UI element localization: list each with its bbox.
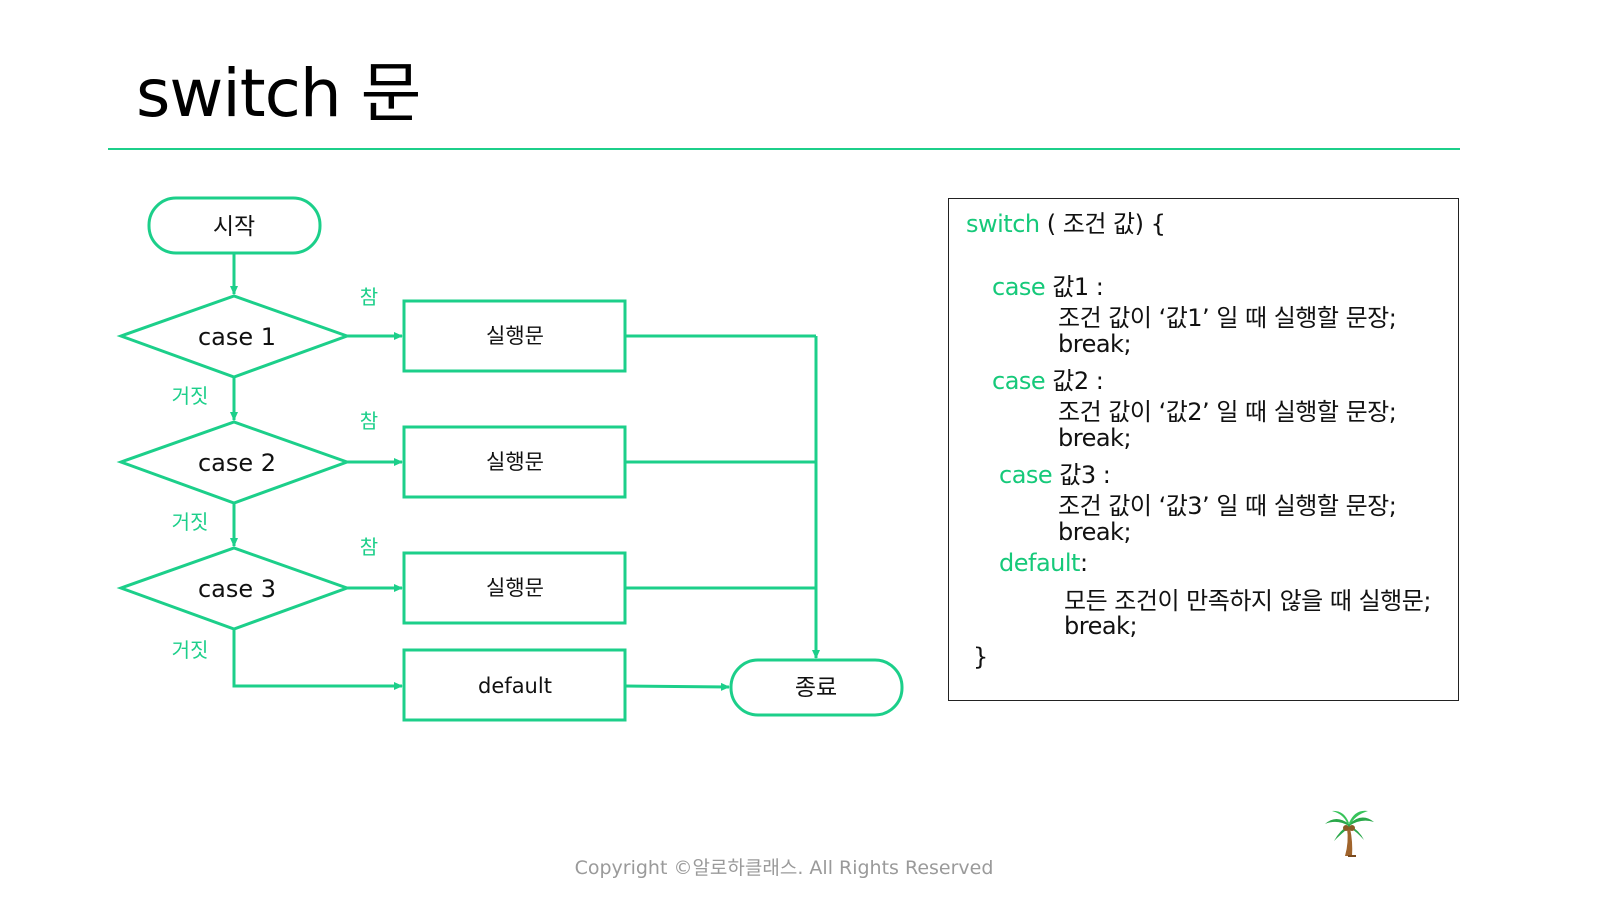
code-case3-statement: 조건 값이 ‘값3’ 일 때 실행할 문장; — [1058, 492, 1397, 520]
case1-label: case 1 — [198, 323, 276, 351]
case3-true-label: 참 — [360, 535, 378, 559]
code-case2-line: case 값2 : — [992, 361, 1104, 396]
code-case1-line: case 값1 : — [992, 267, 1104, 302]
palm-tree-icon — [1325, 810, 1374, 857]
arrow-case3-to-default — [232, 629, 403, 690]
case2-value: 값2 : — [1045, 367, 1104, 395]
default-box — [402, 648, 627, 722]
case2-false-label: 거짓 — [172, 510, 209, 534]
arrow-default-to-end — [624, 682, 730, 691]
case1-value: 값1 : — [1045, 273, 1104, 301]
code-case2-statement: 조건 값이 ‘값2’ 일 때 실행할 문장; — [1058, 398, 1397, 426]
case3-false-label: 거짓 — [172, 638, 209, 662]
code-default-line: default: — [999, 549, 1088, 577]
case1-action-box — [402, 299, 627, 373]
end-node — [729, 658, 904, 717]
default-colon: : — [1079, 549, 1088, 577]
switch-keyword: switch — [966, 210, 1040, 238]
start-label: 시작 — [213, 214, 255, 240]
default-label: default — [478, 674, 552, 698]
case3-action-label: 실행문 — [486, 576, 544, 600]
case2-label: case 2 — [198, 449, 276, 477]
code-case3-break: break; — [1058, 518, 1132, 546]
case2-keyword: case — [992, 367, 1046, 395]
case1-true-label: 참 — [360, 285, 378, 309]
code-case3-line: case 값3 : — [999, 455, 1111, 490]
case1-false-label: 거짓 — [172, 384, 209, 408]
code-switch-line: switch ( 조건 값) { — [966, 204, 1166, 239]
code-case1-statement: 조건 값이 ‘값1’ 일 때 실행할 문장; — [1058, 304, 1397, 332]
end-label: 종료 — [795, 675, 837, 701]
slide-title: switch 문 — [136, 55, 421, 132]
switch-header-rest: ( 조건 값) { — [1039, 210, 1166, 238]
case2-true-label: 참 — [360, 409, 378, 433]
case3-label: case 3 — [198, 575, 276, 603]
title-divider — [108, 148, 1460, 150]
code-case2-break: break; — [1058, 424, 1132, 452]
case3-keyword: case — [999, 461, 1053, 489]
case3-value: 값3 : — [1052, 461, 1111, 489]
code-close-brace: } — [973, 643, 988, 671]
code-default-statement: 모든 조건이 만족하지 않을 때 실행문; — [1064, 587, 1431, 615]
default-keyword: default — [999, 549, 1080, 577]
code-panel — [948, 198, 1459, 701]
copyright-footer: Copyright ©알로하클래스. All Rights Reserved — [574, 857, 994, 879]
case1-keyword: case — [992, 273, 1046, 301]
case1-action-label: 실행문 — [486, 324, 544, 348]
code-default-break: break; — [1064, 612, 1138, 640]
case2-action-label: 실행문 — [486, 450, 544, 474]
code-case1-break: break; — [1058, 330, 1132, 358]
